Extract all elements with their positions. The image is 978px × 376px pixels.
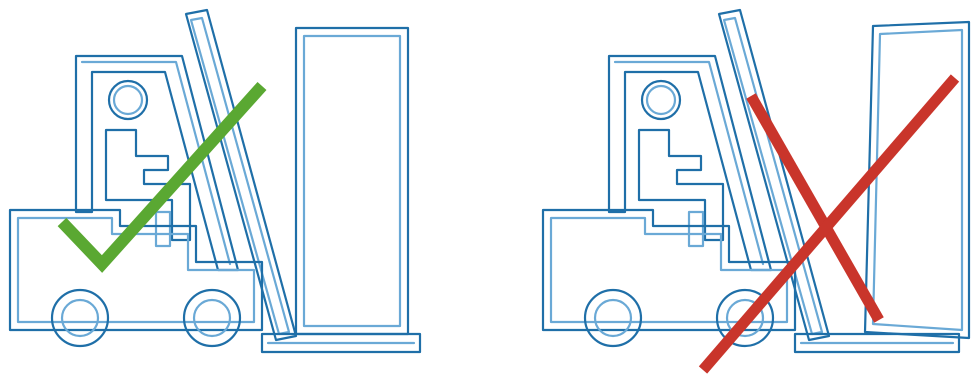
forklift-correct-illustration <box>0 0 489 376</box>
load-box-inner <box>304 36 400 326</box>
load-upright <box>296 28 408 334</box>
forklift-icon <box>543 10 959 352</box>
control-lever <box>156 212 170 246</box>
load-box-inner <box>873 30 962 330</box>
front-wheel <box>184 290 240 346</box>
load-box <box>296 28 408 334</box>
forklift-incorrect-illustration <box>489 0 978 376</box>
load-box <box>865 22 969 338</box>
rear-wheel <box>585 290 641 346</box>
forklift-icon <box>10 10 420 352</box>
panel-incorrect-load <box>489 0 978 376</box>
operator-head-inner <box>114 86 142 114</box>
rear-wheel <box>52 290 108 346</box>
operator-body <box>639 130 723 240</box>
load-tilted <box>865 22 969 338</box>
panel-correct-load <box>0 0 489 376</box>
control-lever <box>689 212 703 246</box>
operator-head-inner <box>647 86 675 114</box>
